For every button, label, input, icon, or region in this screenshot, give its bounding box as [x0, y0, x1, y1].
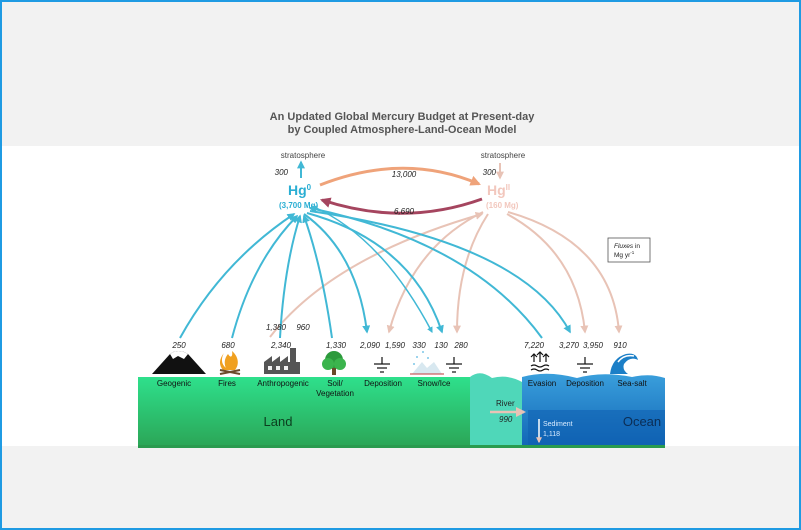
- flux-values: 250 680 2,340 1,380 960 1,330 2,090 1,59…: [171, 323, 627, 350]
- coast-wave: [470, 373, 522, 447]
- reduction-flux: 6,690: [394, 207, 415, 216]
- label-evasion: Evasion: [528, 379, 556, 388]
- sea-salt-wave-icon: [610, 353, 638, 374]
- hg0-snow-deposition-arrow: [306, 212, 444, 334]
- snow-ice-icon: [410, 351, 444, 375]
- flux-ocean-dep-hg0: 3,270: [559, 341, 580, 350]
- diagram-title-line1: An Updated Global Mercury Budget at Pres…: [270, 111, 536, 123]
- sediment-flux: 1,118: [543, 431, 560, 438]
- tree-icon: [322, 351, 346, 375]
- evasion-icon: [530, 351, 550, 372]
- river-flux: 990: [499, 415, 513, 424]
- label-vegetation: Vegetation: [316, 389, 354, 398]
- snow-reemission-arrow: [311, 205, 433, 334]
- ocean-label: Ocean: [623, 414, 661, 429]
- oxidation-flux: 13,000: [392, 170, 417, 179]
- flux-ocean-dep-hg2: 3,950: [583, 341, 604, 350]
- flux-land-dep-hg2: 1,590: [385, 341, 406, 350]
- label-geogenic: Geogenic: [157, 379, 191, 388]
- soil-vegetation-emission-arrow: [302, 214, 333, 339]
- flux-anthro-hg2-a: 1,380: [266, 323, 287, 332]
- anthropogenic-hg2-emission-arrow: [269, 211, 484, 338]
- units-line2: Mg yr-1: [614, 250, 635, 259]
- seasalt-arrow: [507, 211, 623, 334]
- label-deposition-land: Deposition: [364, 379, 402, 388]
- fire-icon: [219, 351, 241, 375]
- land-deposition-icon: [374, 357, 390, 373]
- deep-ocean: [528, 410, 665, 447]
- volcano-icon: [152, 351, 206, 374]
- label-sea-salt: Sea-salt: [617, 379, 647, 388]
- factory-icon: [264, 348, 300, 374]
- ocean-deposition-icon: [577, 357, 593, 373]
- oxidation-arrow: [319, 166, 481, 187]
- category-labels: Geogenic Fires Anthropogenic Soil/ Veget…: [157, 379, 648, 398]
- sediment-label: Sediment: [543, 421, 573, 428]
- stratosphere-label-hg0: stratosphere: [281, 151, 326, 160]
- flux-snow-hg2: 280: [453, 341, 468, 350]
- units-line1: Fluxes in: [614, 243, 640, 250]
- hg2-land-deposition-arrow: [386, 211, 484, 334]
- ocean-evasion-arrow: [308, 205, 543, 339]
- label-snow-ice: Snow/Ice: [418, 379, 451, 388]
- river-label: River: [496, 399, 515, 408]
- hg2-species: HgII: [487, 182, 510, 198]
- flux-snow-a: 330: [412, 341, 426, 350]
- stratosphere-flux-hg0: 300: [275, 168, 289, 177]
- units-box: [607, 237, 651, 263]
- stratosphere-label-hg2: stratosphere: [481, 151, 526, 160]
- label-deposition-ocean: Deposition: [566, 379, 604, 388]
- anthropogenic-hg0-emission-arrow: [279, 214, 302, 339]
- stratosphere-flux-hg2: 300: [483, 168, 497, 177]
- flux-land-dep-hg0: 2,090: [359, 341, 381, 350]
- geogenic-emission-arrow: [179, 213, 296, 339]
- flux-fires: 680: [221, 341, 235, 350]
- hg0-mass: (3,700 Mg): [279, 201, 318, 210]
- flux-soil-vegetation: 1,330: [326, 341, 347, 350]
- hg2-ocean-deposition-arrow: [506, 213, 589, 334]
- hg0-species: Hg0: [288, 182, 312, 198]
- flux-anthro-hg2-b: 960: [296, 323, 310, 332]
- diagram-title-line2: by Coupled Atmosphere-Land-Ocean Model: [288, 124, 517, 136]
- snow-deposition-icon: [446, 357, 462, 373]
- flux-sea-salt: 910: [613, 341, 627, 350]
- label-soil: Soil/: [327, 379, 343, 388]
- hg2-mass: (160 Mg): [486, 201, 519, 210]
- flux-snow-hg0: 130: [434, 341, 448, 350]
- ground-line: [138, 445, 665, 448]
- flux-evasion: 7,220: [524, 341, 545, 350]
- label-fires: Fires: [218, 379, 236, 388]
- flux-anthro-hg0: 2,340: [270, 341, 292, 350]
- land-label: Land: [264, 414, 293, 429]
- fires-emission-arrow: [231, 214, 299, 339]
- hg0-land-deposition-arrow: [303, 213, 371, 334]
- hg0-ocean-deposition-arrow: [309, 210, 571, 334]
- reduction-arrow: [320, 197, 483, 215]
- flux-geogenic: 250: [171, 341, 186, 350]
- label-anthropogenic: Anthropogenic: [257, 379, 309, 388]
- land-surface: [138, 377, 470, 447]
